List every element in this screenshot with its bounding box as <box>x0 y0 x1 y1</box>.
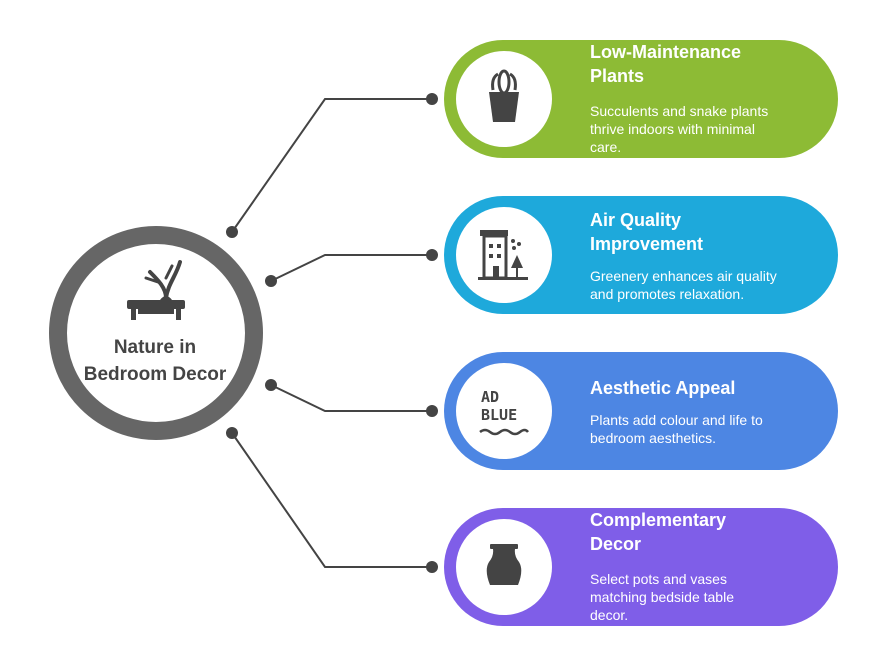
card-1-desc-line: thrive indoors with minimal <box>590 121 755 137</box>
card-1-desc-line: Succulents and snake plants <box>590 103 769 119</box>
card-3-desc-line: bedroom aesthetics. <box>590 430 717 446</box>
card-3-title-line1: Aesthetic Appeal <box>590 378 736 398</box>
connector-dot <box>226 427 238 439</box>
icon-text-line1: AD <box>481 388 499 406</box>
card-3-desc-line: Plants add colour and life to <box>590 412 763 428</box>
connector-dot <box>426 405 438 417</box>
connector-1 <box>231 98 432 233</box>
connector-dots <box>226 93 438 573</box>
center-title: Nature in Bedroom Decor <box>70 334 240 388</box>
card-3-description: Plants add colour and life to bedroom ae… <box>590 411 815 447</box>
connectors <box>231 98 432 568</box>
connector-dot <box>426 93 438 105</box>
card-4-desc-line: decor. <box>590 607 629 623</box>
card-low-maintenance-plants <box>444 40 838 158</box>
center-title-line2: Bedroom Decor <box>83 364 227 385</box>
ad-blue-text-icon: AD BLUE <box>479 388 529 436</box>
card-2-description: Greenery enhances air quality and promot… <box>590 267 815 303</box>
card-2-title: Air Quality Improvement <box>590 208 830 256</box>
card-4-desc-line: Select pots and vases <box>590 571 727 587</box>
bonsai-table-icon <box>127 260 185 320</box>
connector-dot <box>265 379 277 391</box>
connector-dot <box>226 226 238 238</box>
card-1-description: Succulents and snake plants thrive indoo… <box>590 102 815 156</box>
building-tree-icon <box>478 230 528 280</box>
connector-dot <box>265 275 277 287</box>
card-2-desc-line: and promotes relaxation. <box>590 286 745 302</box>
card-4-title-line1: Complementary <box>590 510 727 530</box>
icon-text-line2: BLUE <box>481 406 517 424</box>
card-aesthetic-appeal: AD BLUE <box>444 352 838 470</box>
connector-2 <box>270 254 432 282</box>
center-node <box>49 226 263 440</box>
connector-dot <box>426 561 438 573</box>
connector-4 <box>231 432 432 568</box>
card-4-title: Complementary Decor <box>590 508 830 556</box>
card-1-title-line2: Plants <box>590 66 645 86</box>
connector-3 <box>270 384 432 412</box>
card-1-title-line1: Low-Maintenance <box>590 42 742 62</box>
card-1-desc-line: care. <box>590 139 622 155</box>
card-2-title-line1: Air Quality <box>590 210 682 230</box>
card-4-title-line2: Decor <box>590 534 642 554</box>
card-2-title-line2: Improvement <box>590 234 704 254</box>
card-4-description: Select pots and vases matching bedside t… <box>590 570 815 624</box>
connector-dot <box>426 249 438 261</box>
card-3-title: Aesthetic Appeal <box>590 376 830 400</box>
card-4-desc-line: matching bedside table <box>590 589 734 605</box>
card-complementary-decor <box>444 508 838 626</box>
center-title-line1: Nature in <box>113 337 197 358</box>
potted-succulent-icon <box>489 69 519 122</box>
vase-icon <box>486 544 522 585</box>
card-2-desc-line: Greenery enhances air quality <box>590 268 777 284</box>
card-1-title: Low-Maintenance Plants <box>590 40 830 88</box>
card-air-quality-improvement <box>444 196 838 314</box>
